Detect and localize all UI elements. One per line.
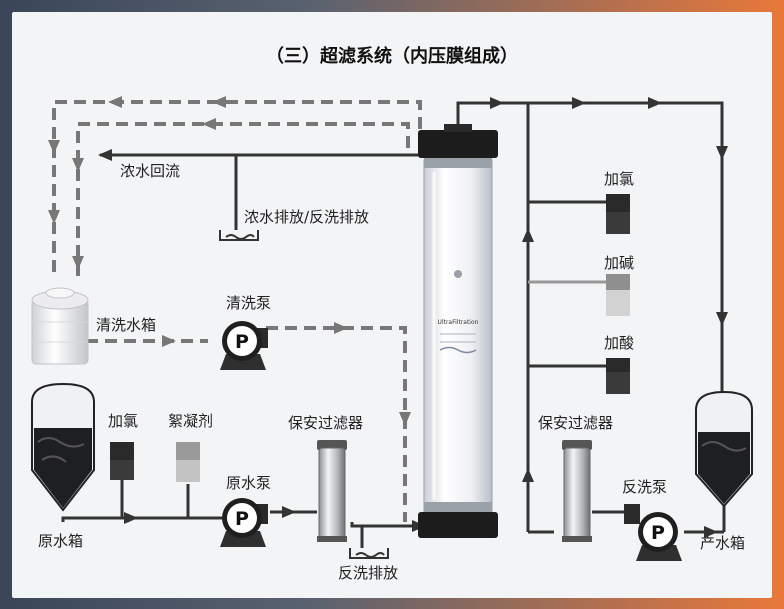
label-flocculant: 絮凝剂 [168,412,214,430]
label-raw-tank: 原水箱 [38,532,84,550]
cleaning-circuit-lines [52,100,422,522]
uf-membrane-column: UltraFiltration [418,124,498,538]
label-cleaning-tank: 清洗水箱 [96,316,157,334]
cleaning-water-tank [31,287,89,365]
label-product-tank: 产水箱 [700,534,746,552]
label-chlorine-right: 加氯 [604,170,635,188]
diagram-title: （三）超滤系统（内压膜组成） [266,46,518,67]
dashed-return-inner [76,122,410,277]
security-filter-left [317,440,347,542]
cleaning-pump: P [220,321,268,370]
label-concentrate-return: 浓水回流 [120,162,181,180]
concentrate-drain-basin [219,230,259,241]
label-concentrate-drain: 浓水排放/反洗排放 [244,208,370,226]
dashed-arrowheads [48,96,411,426]
dosing-acid [606,358,630,394]
label-raw-pump: 原水泵 [226,474,272,492]
process-lines [61,101,726,548]
raw-water-pump: P [220,498,268,547]
label-cleaning-pump: 清洗泵 [226,294,272,312]
raw-pump-symbol: P [235,508,249,530]
diagram-panel: （三）超滤系统（内压膜组成） [12,12,772,598]
security-filter-right [562,440,592,542]
backwash-drain-basin [349,548,389,559]
dosing-chlorine-left [110,442,134,480]
process-flow-diagram: UltraFiltration [31,96,753,561]
dashed-return-outer [52,100,422,277]
label-backwash-pump: 反洗泵 [622,478,668,496]
raw-water-tank [31,382,95,512]
label-backwash-drain: 反洗排放 [338,564,399,582]
dosing-alkali [606,274,630,316]
label-security-filter-right: 保安过滤器 [538,414,614,432]
solid-arrowheads [98,97,728,538]
membrane-label: UltraFiltration [438,319,479,326]
dosing-flocculant [176,442,200,482]
backwash-pump-symbol: P [651,522,665,544]
backwash-pump: P [624,504,682,561]
label-acid: 加酸 [604,334,635,352]
cleaning-pump-symbol: P [235,331,249,353]
label-chlorine-left: 加氯 [108,412,139,430]
label-security-filter-left: 保安过滤器 [288,414,364,432]
label-alkali: 加碱 [604,254,635,272]
dosing-chlorine-right [606,194,630,234]
product-water-tank [695,390,753,508]
